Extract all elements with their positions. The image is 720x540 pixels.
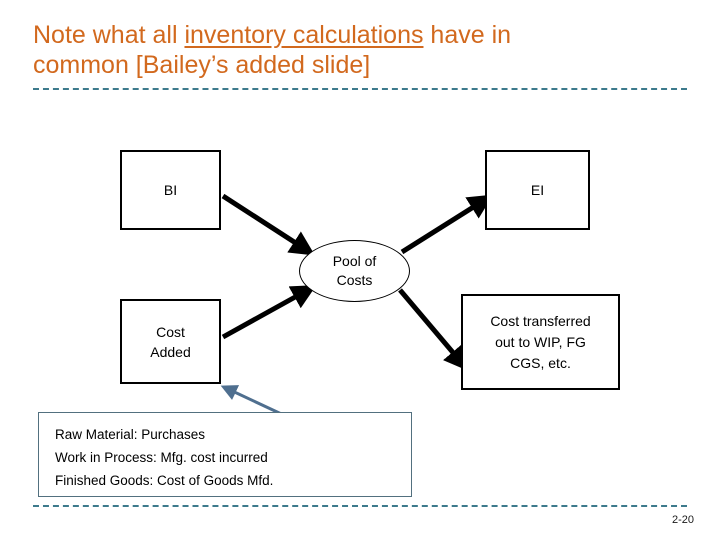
title-text-suffix: have in xyxy=(423,21,512,49)
title-text-prefix: Note what all xyxy=(33,21,185,49)
title-text-underlined: inventory calculations xyxy=(184,21,424,49)
page-title: Note what all inventory calculations hav… xyxy=(33,20,633,80)
legend-line-work-in-process: Work in Process: Mfg. cost incurred xyxy=(55,450,268,465)
arrow-cost-added-to-pool xyxy=(221,285,317,340)
page-number: 2-20 xyxy=(671,514,694,526)
oval-pool-of-costs-text: Pool of Costs xyxy=(333,252,377,290)
box-cost-added-line-2: Added xyxy=(150,343,191,360)
box-cost-transferred-line-3: CGS, etc. xyxy=(510,354,571,371)
footer-divider xyxy=(33,505,687,507)
legend-line-finished-goods: Finished Goods: Cost of Goods Mfd. xyxy=(55,473,274,488)
arrow-pool-to-cost-transferred xyxy=(398,288,469,372)
oval-line-1: Pool of xyxy=(332,253,377,269)
oval-line-2: Costs xyxy=(336,272,373,288)
box-cost-added-text: Cost Added xyxy=(150,322,190,362)
arrow-bi-to-pool xyxy=(221,193,316,256)
title-line-1: Note what all inventory calculations hav… xyxy=(33,20,633,50)
box-beginning-inventory-label: BI xyxy=(163,182,178,198)
box-cost-transferred-out[interactable]: Cost transferred out to WIP, FG CGS, etc… xyxy=(461,294,620,390)
arrow-pool-to-ei xyxy=(400,194,494,255)
box-beginning-inventory[interactable]: BI xyxy=(120,150,221,230)
box-cost-transferred-line-2: out to WIP, FG xyxy=(495,333,586,350)
title-divider xyxy=(33,88,687,90)
box-ending-inventory-label: EI xyxy=(530,182,545,198)
title-line-2: common [Bailey’s added slide] xyxy=(33,51,371,79)
box-ending-inventory[interactable]: EI xyxy=(485,150,590,230)
box-cost-added-line-1: Cost xyxy=(156,323,185,340)
box-cost-transferred-line-1: Cost transferred xyxy=(490,312,591,329)
legend-box[interactable]: Raw Material: Purchases Work in Process:… xyxy=(38,412,412,497)
legend-line-raw-material: Raw Material: Purchases xyxy=(55,427,206,442)
box-cost-transferred-text: Cost transferred out to WIP, FG CGS, etc… xyxy=(490,311,590,374)
box-cost-added[interactable]: Cost Added xyxy=(120,299,221,384)
oval-pool-of-costs[interactable]: Pool of Costs xyxy=(299,240,410,302)
